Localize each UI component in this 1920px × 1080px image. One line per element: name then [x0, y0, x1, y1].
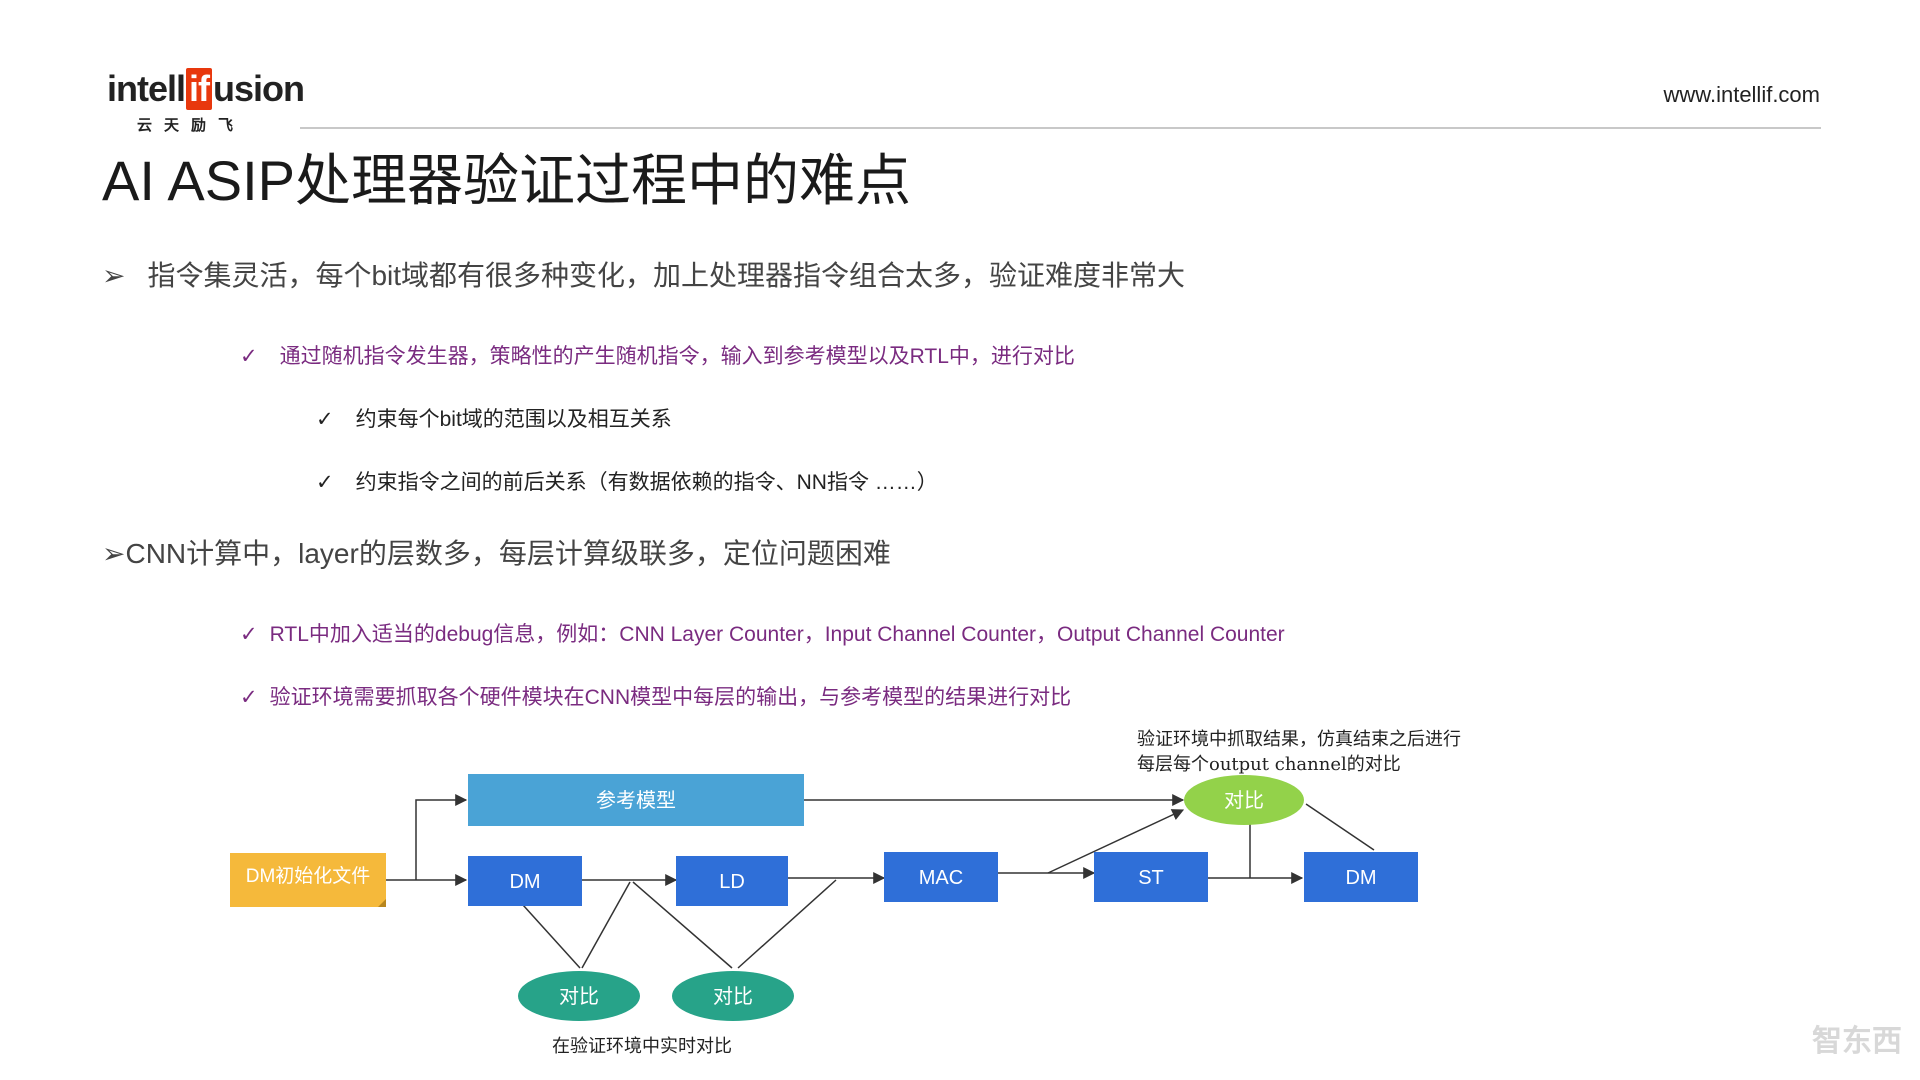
compare-realtime-1-label: 对比 [559, 985, 599, 1008]
arrow-bullet-icon: ➢ [102, 260, 126, 291]
block-dm-2-label: DM [1345, 867, 1376, 889]
bullet-item-2-text: 约束指令之间的前后关系（有数据依赖的指令、NN指令 ……） [355, 471, 938, 494]
logo-subtitle: 云天励飞 [137, 117, 246, 134]
connector-ld-out-compare-2 [737, 879, 837, 969]
block-dm-1: DM [468, 856, 582, 906]
block-st-label: ST [1138, 867, 1164, 889]
check-icon: ✓ [240, 623, 258, 646]
init-file-label: DM初始化文件 [246, 865, 371, 887]
compare-final: 对比 [1184, 775, 1304, 825]
block-ld-label: LD [719, 871, 745, 893]
arrow-bullet-icon: ➢ [102, 538, 126, 569]
bullet-section-2: ➢CNN计算中，layer的层数多，每层计算级联多，定位问题困难 [102, 532, 891, 572]
block-dm-2-rect [1304, 852, 1418, 902]
bullet-section-1-text: 指令集灵活，每个bit域都有很多种变化，加上处理器指令组合太多，验证难度非常大 [147, 260, 1186, 291]
site-url[interactable]: www.intellif.com [1663, 82, 1820, 107]
note-final-compare-line2: 每层每个output channel的对比 [1137, 754, 1401, 775]
ref-model-box: 参考模型 [468, 774, 804, 826]
diagram-connectors [386, 794, 1375, 969]
ref-model-label: 参考模型 [596, 789, 676, 812]
block-ld: LD [676, 856, 788, 906]
bullet-section-2-text: CNN计算中，layer的层数多，每层计算级联多，定位问题困难 [125, 538, 891, 569]
header-divider [300, 127, 1821, 129]
check-icon: ✓ [316, 471, 334, 494]
compare-realtime-2-label: 对比 [713, 985, 753, 1008]
logo-highlight: if [186, 68, 213, 110]
page-title: AI ASIP处理器验证过程中的难点 [102, 149, 911, 212]
connector-dm-compare [1305, 803, 1375, 851]
block-ld-rect [676, 856, 788, 906]
bullet-item-1-text: 约束每个bit域的范围以及相互关系 [355, 408, 672, 431]
bullet-sub-3: ✓ 验证环境需要抓取各个硬件模块在CNN模型中每层的输出，与参考模型的结果进行对比 [240, 681, 1071, 711]
compare-realtime-2: 对比 [672, 971, 794, 1021]
bullet-sub-1: ✓ 通过随机指令发生器，策略性的产生随机指令，输入到参考模型以及RTL中，进行对比 [240, 340, 1075, 370]
init-file-box: DM初始化文件 [230, 853, 386, 907]
block-mac-label: MAC [919, 867, 963, 889]
bullet-sub-3-text: 验证环境需要抓取各个硬件模块在CNN模型中每层的输出，与参考模型的结果进行对比 [269, 686, 1072, 709]
block-dm-1-label: DM [509, 871, 540, 893]
block-st-rect [1094, 852, 1208, 902]
bullet-item-1: ✓ 约束每个bit域的范围以及相互关系 [316, 403, 672, 433]
logo-prefix: intell [107, 68, 186, 109]
compare-realtime-2-ellipse [672, 971, 794, 1021]
compare-realtime-1-ellipse [518, 971, 640, 1021]
logo-suffix: usion [213, 68, 305, 109]
connector-init-ref [415, 794, 468, 880]
connector-dm-compare-low [522, 904, 581, 969]
note-final-compare-line1: 验证环境中抓取结果，仿真结束之后进行 [1137, 729, 1461, 750]
folded-corner-icon [378, 899, 386, 907]
check-icon: ✓ [240, 686, 258, 709]
block-mac-rect [884, 852, 998, 902]
ref-model-rect [468, 774, 804, 826]
block-st: ST [1094, 852, 1208, 902]
watermark-logo: 智东西 [1812, 1025, 1902, 1058]
connector-ld-in-compare-2 [632, 881, 733, 969]
block-mac: MAC [884, 852, 998, 902]
connector-mac-compare [1047, 809, 1185, 874]
bullet-sub-2: ✓ RTL中加入适当的debug信息，例如：CNN Layer Counter，I… [240, 618, 1285, 648]
check-icon: ✓ [316, 408, 334, 431]
bullet-item-2: ✓ 约束指令之间的前后关系（有数据依赖的指令、NN指令 ……） [316, 466, 938, 496]
check-icon: ✓ [240, 345, 258, 368]
bullet-section-1: ➢ 指令集灵活，每个bit域都有很多种变化，加上处理器指令组合太多，验证难度非常大 [102, 254, 1185, 294]
bullet-sub-1-text: 通过随机指令发生器，策略性的产生随机指令，输入到参考模型以及RTL中，进行对比 [279, 345, 1075, 368]
compare-final-ellipse [1184, 775, 1304, 825]
block-dm-1-rect [468, 856, 582, 906]
connector-ld-in-compare-low [581, 881, 631, 969]
compare-realtime-1: 对比 [518, 971, 640, 1021]
bullet-sub-2-text: RTL中加入适当的debug信息，例如：CNN Layer Counter，In… [269, 623, 1285, 646]
note-realtime-compare: 在验证环境中实时对比 [552, 1036, 732, 1057]
init-file-rect [230, 853, 386, 907]
block-dm-2: DM [1304, 852, 1418, 902]
compare-final-label: 对比 [1224, 789, 1264, 812]
